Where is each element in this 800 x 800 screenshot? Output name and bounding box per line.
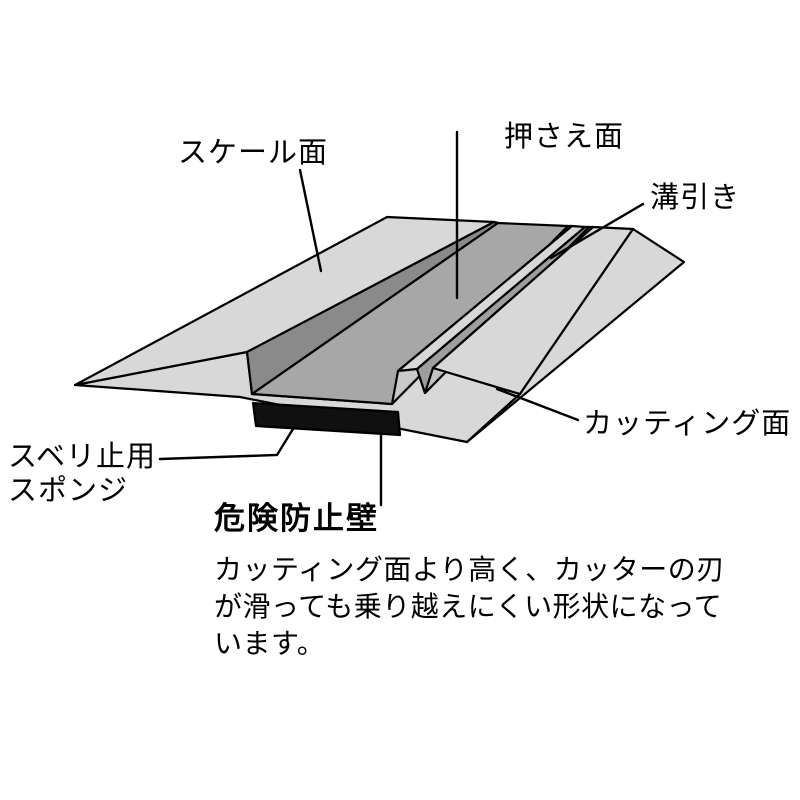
scale-face-label: スケール面 (178, 135, 329, 169)
leader-lines-group (158, 130, 645, 507)
description-line-3: います。 (214, 627, 326, 660)
leader-scale-face (298, 168, 323, 273)
leader-cutting-face (495, 387, 580, 422)
antislip-sponge-label-line1: スベリ止用 (8, 439, 156, 473)
antislip-sponge-strip (251, 401, 402, 437)
pressing-face-label: 押さえ面 (504, 119, 625, 153)
antislip-sponge-label-line2: スポンジ (8, 473, 129, 507)
leader-groove (549, 202, 645, 260)
cutting-face-label: カッティング面 (583, 406, 792, 440)
right-edge-face (465, 227, 686, 444)
description-line-2: が滑っても乗り越えにくい形状になって (214, 590, 723, 623)
leader-antislip-sponge (158, 427, 295, 461)
description-line-1: カッティング面より高く、カッターの刃 (214, 553, 725, 586)
groove-label: 溝引き (650, 180, 741, 214)
safety-wall-label: 危険防止壁 (214, 501, 379, 537)
ruler-body-group (73, 215, 686, 444)
